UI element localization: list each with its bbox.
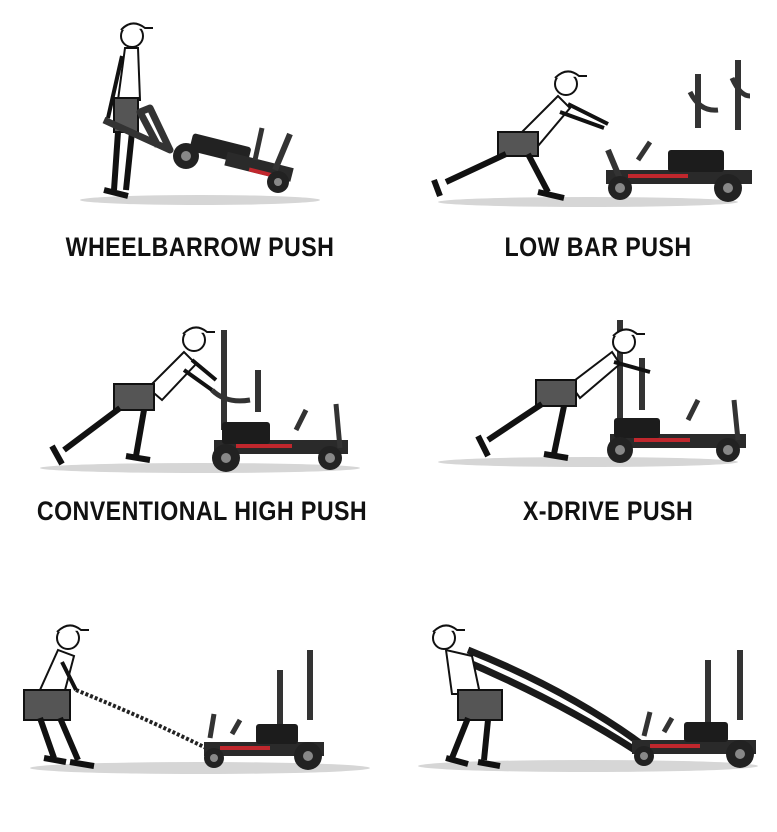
rope-pull-illustration (23, 624, 370, 774)
panel-conventional-high-push: CONVENTIONAL HIGH PUSH (0, 300, 388, 540)
panel-label: WHEELBARROW PUSH (65, 232, 335, 262)
panel-x-drive-push: X-DRIVE PUSH (388, 300, 777, 540)
panel-rope-pull (0, 590, 388, 832)
panel-label: LOW BAR PUSH (504, 232, 692, 262)
harness-pull-illustration (418, 624, 758, 772)
low-bar-push-illustration (431, 60, 752, 207)
panel-label: X-DRIVE PUSH (522, 496, 694, 526)
x-drive-push-illustration (438, 320, 746, 467)
panel-wheelbarrow-push: WHEELBARROW PUSH (0, 0, 388, 280)
wheelbarrow-push-illustration (80, 22, 320, 205)
conventional-high-push-illustration (40, 326, 360, 473)
panel-label: CONVENTIONAL HIGH PUSH (36, 496, 368, 526)
panel-low-bar-push: LOW BAR PUSH (388, 0, 777, 280)
panel-harness-pull (388, 590, 777, 832)
